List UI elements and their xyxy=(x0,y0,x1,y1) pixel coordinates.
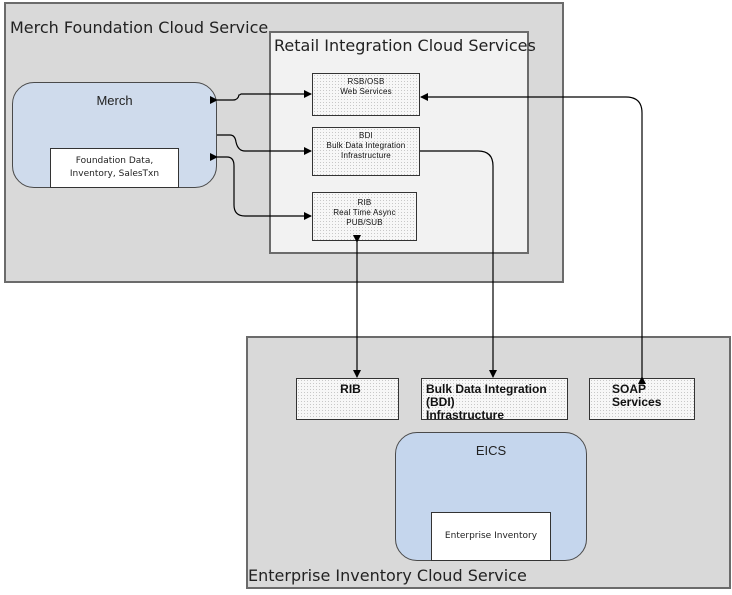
retail-integration-title: Retail Integration Cloud Services xyxy=(274,36,536,55)
eics-title: EICS xyxy=(475,443,507,458)
eics-bdi-box[interactable]: Bulk Data Integration (BDI) Infrastructu… xyxy=(421,378,568,422)
rsb-osb-web-services-box[interactable]: RSB/OSB Web Services xyxy=(312,73,420,116)
soap-services-label: SOAP Services xyxy=(612,382,662,409)
merch-foundation-title: Merch Foundation Cloud Service xyxy=(10,18,269,37)
eics-application[interactable]: EICS xyxy=(395,432,587,561)
soap-services-box[interactable]: SOAP Services xyxy=(589,378,695,420)
enterprise-inventory-title: Enterprise Inventory Cloud Service xyxy=(248,566,527,585)
rib-pubsub-label: RIB Real Time Async PUB/SUB xyxy=(333,198,396,227)
rsb-osb-label: RSB/OSB Web Services xyxy=(340,77,392,96)
eics-bdi-label: Bulk Data Integration (BDI) Infrastructu… xyxy=(426,382,547,422)
merch-title: Merch xyxy=(96,93,133,108)
bdi-integration-box[interactable]: BDI Bulk Data Integration Infrastructure xyxy=(312,127,420,176)
rib-pubsub-box[interactable]: RIB Real Time Async PUB/SUB xyxy=(312,192,417,241)
enterprise-inventory-data-box[interactable]: Enterprise Inventory xyxy=(431,512,551,561)
bdi-label: BDI Bulk Data Integration Infrastructure xyxy=(326,131,406,160)
eics-rib-box[interactable]: RIB xyxy=(296,378,399,420)
foundation-data-box[interactable]: Foundation Data, Inventory, SalesTxn xyxy=(50,148,179,188)
eics-rib-label: RIB xyxy=(340,382,361,396)
